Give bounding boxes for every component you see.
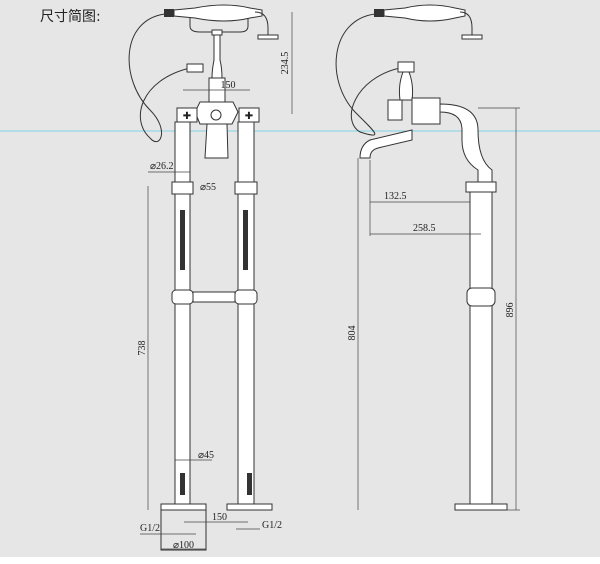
dim-handshower-height: 234.5 <box>280 52 291 75</box>
flexi-hose-right-bottom <box>247 473 252 495</box>
handle-side <box>387 99 403 121</box>
dim-flange-dia: ⌀55 <box>200 182 216 193</box>
hose-grip <box>164 9 174 17</box>
dim-spacing-top: 150 <box>221 80 236 91</box>
handshower-handle-side <box>383 4 466 22</box>
page-title: 尺寸简图: <box>40 9 101 25</box>
riser-stem <box>211 34 223 79</box>
connector-side <box>397 61 415 73</box>
dim-spout-reach: 132.5 <box>384 191 407 202</box>
side-view: 132.5 258.5 804 896 <box>335 4 520 511</box>
valve-center <box>210 109 222 121</box>
dim-total-reach: 258.5 <box>413 223 436 234</box>
dim-thread-right: G1/2 <box>262 520 282 531</box>
cross-icon: ✚ <box>245 111 253 122</box>
dim-total-height: 896 <box>505 303 516 318</box>
dim-pipe-dia: ⌀26.2 <box>150 161 174 172</box>
crossbar <box>192 291 236 303</box>
hose-grip-side <box>374 9 384 17</box>
dim-base-dia: ⌀100 <box>173 540 194 551</box>
flexi-hose-left-bottom <box>180 473 185 495</box>
valve-body-side <box>411 97 441 125</box>
dim-spout-height: 804 <box>347 326 358 341</box>
base-left <box>160 503 207 511</box>
spout-side <box>359 129 413 159</box>
base-side <box>454 503 508 511</box>
dim-leg-height: 738 <box>137 341 148 356</box>
leg-left <box>174 121 191 505</box>
hose-curve <box>128 13 191 143</box>
cross-icon: ✚ <box>183 111 191 122</box>
dim-thread-left: G1/2 <box>140 523 160 534</box>
showerhead-arm-side <box>459 11 473 35</box>
leg-side <box>469 191 493 506</box>
flange-right <box>234 181 258 195</box>
showerhead <box>257 34 279 40</box>
hose-connector <box>186 63 204 73</box>
dim-lower-dia: ⌀45 <box>198 450 214 461</box>
collar-left <box>171 289 194 305</box>
collar-side <box>466 287 496 307</box>
leg-right <box>237 121 255 505</box>
flange-side <box>465 181 497 193</box>
showerhead-arm <box>254 11 269 35</box>
flexi-hose-right <box>243 210 248 270</box>
hose-curve-side <box>335 13 401 136</box>
flange-left <box>171 181 194 195</box>
showerhead-side <box>461 34 483 40</box>
riser-side <box>398 71 414 101</box>
dim-spacing-bottom: 150 <box>212 512 227 523</box>
cradle-nut <box>211 29 223 36</box>
base-right <box>226 503 273 511</box>
base-outline <box>160 509 207 551</box>
collar-right <box>234 289 258 305</box>
handshower-handle <box>173 4 263 22</box>
front-view: ✚ ✚ 234.5 150 ⌀26.2 ⌀55 738 ⌀45 150 G1/2 <box>128 4 293 551</box>
spout-front <box>204 123 229 159</box>
flexi-hose-left <box>180 210 185 270</box>
